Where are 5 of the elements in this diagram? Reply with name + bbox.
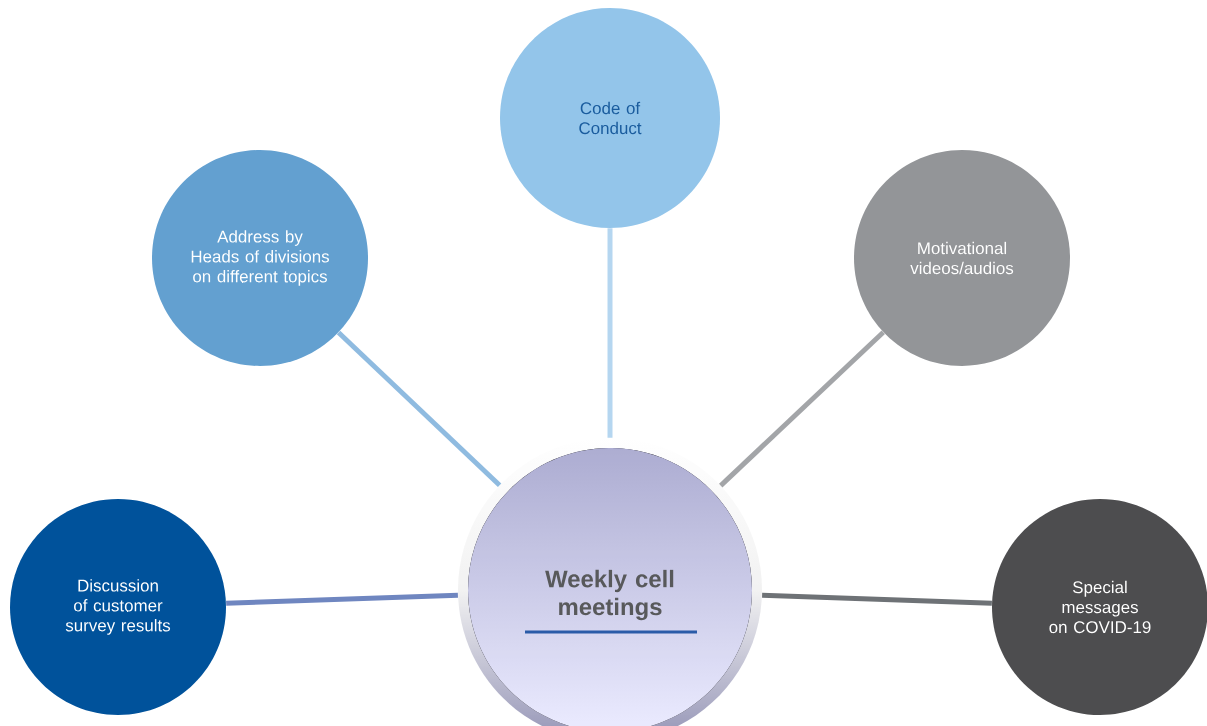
connector-line [226, 592, 458, 606]
connector-line [336, 330, 502, 488]
connector-line [719, 330, 885, 488]
connector-line [762, 592, 992, 606]
connector-line [607, 228, 613, 438]
